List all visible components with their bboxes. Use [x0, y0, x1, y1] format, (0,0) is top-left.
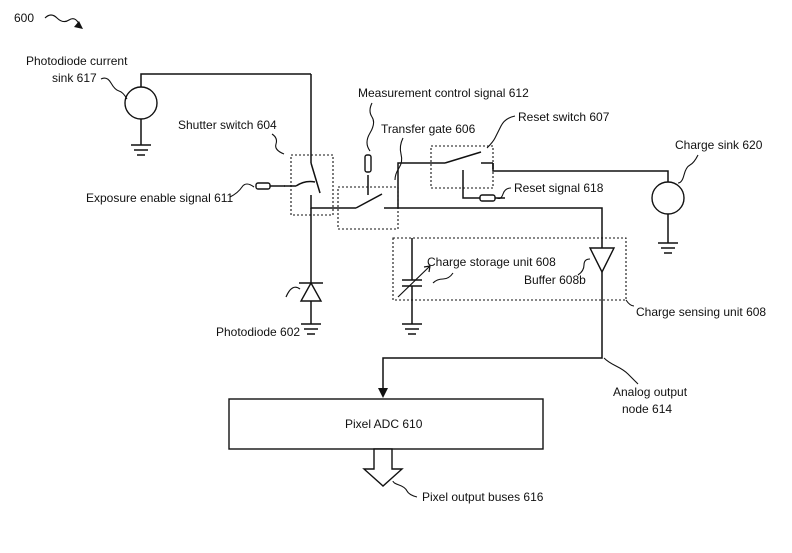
photodiode-current-sink-leader	[100, 77, 128, 100]
photodiode-node-wire	[310, 74, 346, 209]
charge-sensing-unit-label: Charge sensing unit 608	[636, 305, 766, 319]
buffer-label: Buffer 608b	[524, 273, 586, 287]
reset-switch-leader	[486, 115, 516, 149]
measurement-control-signal-label: Measurement control signal 612	[358, 86, 529, 100]
buffer	[378, 247, 616, 398]
exposure-enable-signal-label: Exposure enable signal 611	[86, 191, 234, 205]
shutter-switch	[255, 154, 334, 216]
charge-sensing-unit-box	[392, 237, 627, 301]
analog-output-leader	[603, 357, 639, 385]
transfer-gate	[337, 154, 603, 248]
figure-number-arrowhead	[74, 21, 83, 29]
charge-storage-unit-leader	[432, 272, 454, 284]
shutter-switch-leader	[271, 133, 285, 155]
reset-signal-leader	[496, 187, 512, 200]
figure-number-arrow	[44, 14, 80, 25]
pixel-adc	[228, 398, 544, 450]
charge-sink-leader	[677, 154, 699, 184]
reset-switch-label: Reset switch 607	[518, 110, 610, 124]
reset-signal-label: Reset signal 618	[514, 181, 604, 195]
transfer-gate-leader	[394, 137, 404, 181]
reset-switch	[397, 145, 505, 208]
photodiode	[285, 208, 323, 335]
buffer-leader	[577, 258, 591, 276]
photodiode-current-sink-label-line2: sink 617	[52, 71, 97, 85]
exposure-enable-signal-leader	[229, 183, 255, 198]
charge-sink-label: Charge sink 620	[675, 138, 763, 152]
pixel-adc-label: Pixel ADC 610	[345, 417, 423, 431]
transfer-gate-label: Transfer gate 606	[381, 122, 476, 136]
charge-storage-unit-label: Charge storage unit 608	[427, 255, 556, 269]
measurement-control-signal-leader	[366, 102, 375, 152]
pixel-output-buses-leader	[392, 480, 418, 498]
figure-number: 600	[14, 11, 34, 25]
charge-sink	[492, 163, 685, 254]
analog-output-label-line1: Analog output	[613, 385, 688, 399]
pixel-output-bus-arrow	[362, 448, 404, 487]
charge-storage-capacitor	[397, 238, 431, 335]
photodiode-current-sink-label-line1: Photodiode current	[26, 54, 128, 68]
photodiode-current-sink	[124, 73, 311, 156]
analog-output-label-line2: node 614	[622, 402, 672, 416]
photodiode-label: Photodiode 602	[216, 325, 300, 339]
pixel-output-buses-label: Pixel output buses 616	[422, 490, 544, 504]
shutter-switch-label: Shutter switch 604	[178, 118, 277, 132]
charge-sensing-unit-leader	[625, 299, 635, 307]
